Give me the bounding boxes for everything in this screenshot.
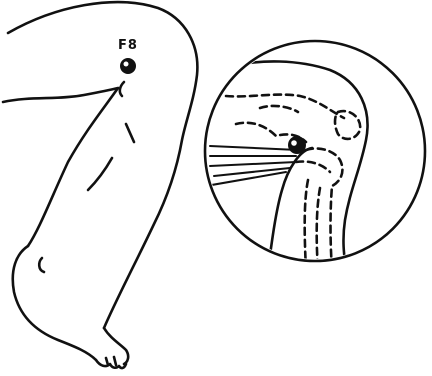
knee-crease (88, 158, 112, 190)
joint-dashed (296, 161, 330, 172)
thigh-back-outline (8, 2, 197, 328)
leg-illustration (3, 2, 197, 368)
tibia-dashed (305, 180, 308, 270)
tendon-line (210, 146, 298, 150)
inset-border (205, 41, 425, 261)
tendon-line (210, 162, 296, 166)
fibula-dashed (317, 188, 320, 270)
thigh-front-outline (3, 88, 118, 246)
acupoint-dot-highlight (124, 62, 129, 67)
knee-crease (120, 82, 124, 96)
patella-dashed (335, 111, 360, 139)
point-label: F8 (118, 38, 138, 53)
toe-line (106, 358, 108, 365)
tendon-line (214, 168, 290, 176)
magnified-inset (205, 41, 425, 270)
foot-top-outline (104, 328, 128, 364)
joint-dashed (260, 106, 298, 112)
ankle-mark (39, 258, 44, 272)
toe-line (114, 357, 116, 365)
acupoint-f8: F8 (118, 38, 138, 74)
tendon-line (206, 172, 286, 186)
inset-acupoint-dot (288, 136, 306, 154)
knee-crease (126, 124, 134, 142)
acupoint-dot (120, 58, 136, 74)
toes-outline (96, 360, 126, 368)
inset-acupoint-highlight (291, 140, 297, 146)
heel-outline (13, 246, 96, 360)
